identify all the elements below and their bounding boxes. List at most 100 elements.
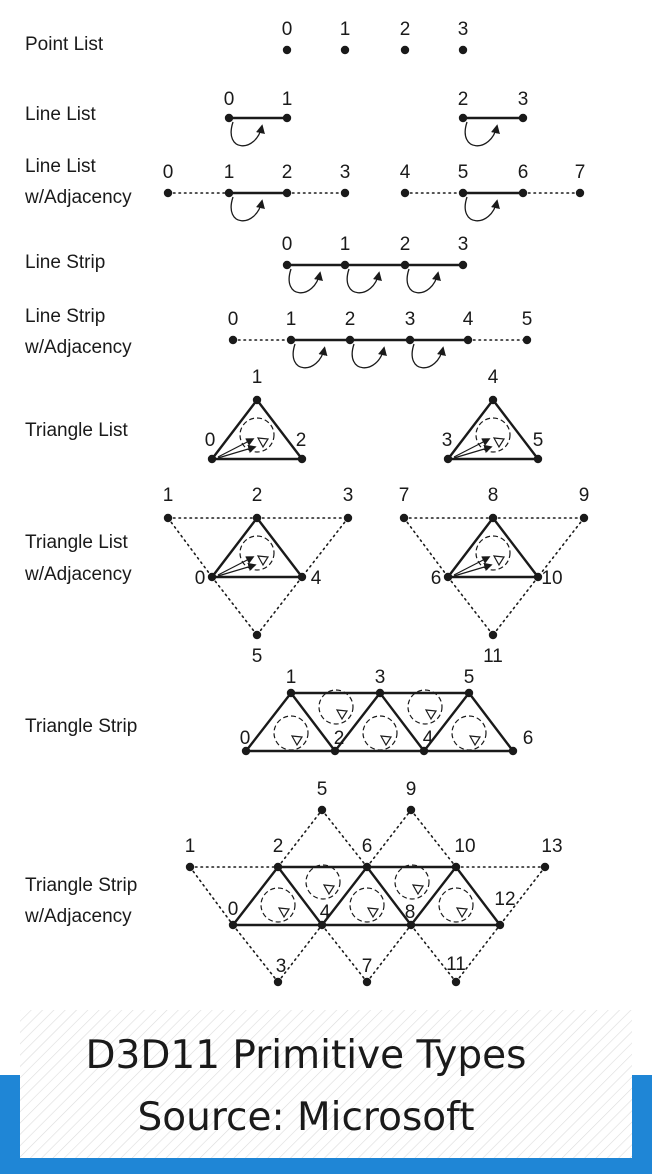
winding-circle xyxy=(239,535,275,571)
vertex-dot xyxy=(224,188,234,198)
fan-arrow xyxy=(217,562,257,577)
fan-arrow xyxy=(217,444,257,459)
vertex-dot xyxy=(518,188,528,198)
winding-glyph xyxy=(411,884,425,896)
fan-arrow xyxy=(453,444,493,459)
vertex-dot xyxy=(488,513,498,523)
winding-arrow xyxy=(288,268,323,294)
fan-arrow xyxy=(453,562,493,577)
primitive-edge xyxy=(365,865,413,927)
vertex-label: 7 xyxy=(575,162,586,183)
vertex-dot xyxy=(282,113,292,123)
vertex-label: 4 xyxy=(311,568,322,589)
winding-arrow xyxy=(464,121,500,147)
adjacency-edge xyxy=(189,866,234,926)
vertex-label: 2 xyxy=(345,309,356,330)
vertex-label: 0 xyxy=(228,309,239,330)
caption-line-1: D3D11 Primitive Types xyxy=(86,1033,527,1078)
winding-glyph xyxy=(335,709,349,721)
vertex-label: 5 xyxy=(533,430,544,451)
primitive-edge xyxy=(255,398,304,461)
vertex-dot xyxy=(282,260,292,270)
banner-left-bar xyxy=(0,1075,20,1174)
winding-glyph xyxy=(424,709,438,721)
adjacency-edge xyxy=(537,517,585,578)
vertex-label: 1 xyxy=(185,836,196,857)
vertex-dot xyxy=(443,572,453,582)
winding-glyph xyxy=(322,884,336,896)
winding-circle xyxy=(318,689,354,725)
vertex-dot xyxy=(399,513,409,523)
vertex-dot xyxy=(406,805,416,815)
winding-circle xyxy=(451,715,487,751)
vertex-dot xyxy=(575,188,585,198)
adjacency-edge xyxy=(447,576,494,636)
winding-arrow xyxy=(464,196,500,222)
vertex-dot xyxy=(282,188,292,198)
vertex-label: 2 xyxy=(400,234,411,255)
vertex-dot xyxy=(362,977,372,987)
adjacency-edge xyxy=(499,866,546,926)
vertex-label: 9 xyxy=(406,779,417,800)
vertex-label: 6 xyxy=(523,728,534,749)
winding-circle xyxy=(438,887,474,923)
adjacency-edge xyxy=(366,809,412,868)
vertex-dot xyxy=(207,454,217,464)
primitive-edge xyxy=(422,691,471,753)
fan-arrow xyxy=(453,438,491,458)
primitive-edge xyxy=(276,865,324,927)
banner-hatch xyxy=(20,1010,632,1158)
vertex-label: 3 xyxy=(442,430,453,451)
primitive-edge xyxy=(491,398,540,461)
vertex-dot xyxy=(533,572,543,582)
vertex-label: 2 xyxy=(334,728,345,749)
vertex-dot xyxy=(540,862,550,872)
winding-circle xyxy=(349,887,385,923)
winding-circle xyxy=(260,887,296,923)
vertex-dot xyxy=(458,188,468,198)
vertex-label: 5 xyxy=(522,309,533,330)
vertex-label: 4 xyxy=(400,162,411,183)
vertex-dot xyxy=(286,688,296,698)
vertex-label: 1 xyxy=(340,19,351,40)
row-label-line-list: Line List xyxy=(25,104,96,125)
winding-arrow xyxy=(230,196,265,222)
vertex-label: 0 xyxy=(195,568,206,589)
vertex-dot xyxy=(458,113,468,123)
vertex-dot xyxy=(228,335,238,345)
winding-arrow xyxy=(292,343,328,369)
row-label-line-strip-adj: w/Adjacency xyxy=(24,337,132,358)
vertex-label: 3 xyxy=(405,309,416,330)
winding-arrow xyxy=(411,343,446,369)
vertex-dot xyxy=(163,513,173,523)
point-vertex xyxy=(282,45,292,55)
vertex-label: 12 xyxy=(494,889,515,910)
caption-line-2: Source: Microsoft xyxy=(138,1095,475,1140)
adjacency-edge xyxy=(366,924,412,983)
adjacency-edge xyxy=(277,809,323,868)
vertex-label: 9 xyxy=(579,485,590,506)
vertex-label: 2 xyxy=(252,485,263,506)
vertex-dot xyxy=(297,454,307,464)
primitive-edge xyxy=(231,865,280,927)
vertex-label: 7 xyxy=(362,956,373,977)
adjacency-edge xyxy=(256,576,303,636)
winding-glyph xyxy=(379,735,393,747)
vertex-dot xyxy=(451,977,461,987)
winding-glyph xyxy=(492,437,506,449)
vertex-dot xyxy=(533,454,543,464)
adjacency-edge xyxy=(277,924,323,983)
vertex-label: 1 xyxy=(340,234,351,255)
winding-glyph xyxy=(256,555,270,567)
vertex-label: 5 xyxy=(252,646,263,667)
vertex-dot xyxy=(343,513,353,523)
vertex-label: 0 xyxy=(228,899,239,920)
vertex-label: 13 xyxy=(541,836,562,857)
winding-arrow xyxy=(346,268,382,294)
vertex-dot xyxy=(317,920,327,930)
winding-circle xyxy=(273,715,309,751)
winding-glyph xyxy=(256,437,270,449)
vertex-label: 4 xyxy=(463,309,474,330)
primitive-edge xyxy=(289,691,337,753)
